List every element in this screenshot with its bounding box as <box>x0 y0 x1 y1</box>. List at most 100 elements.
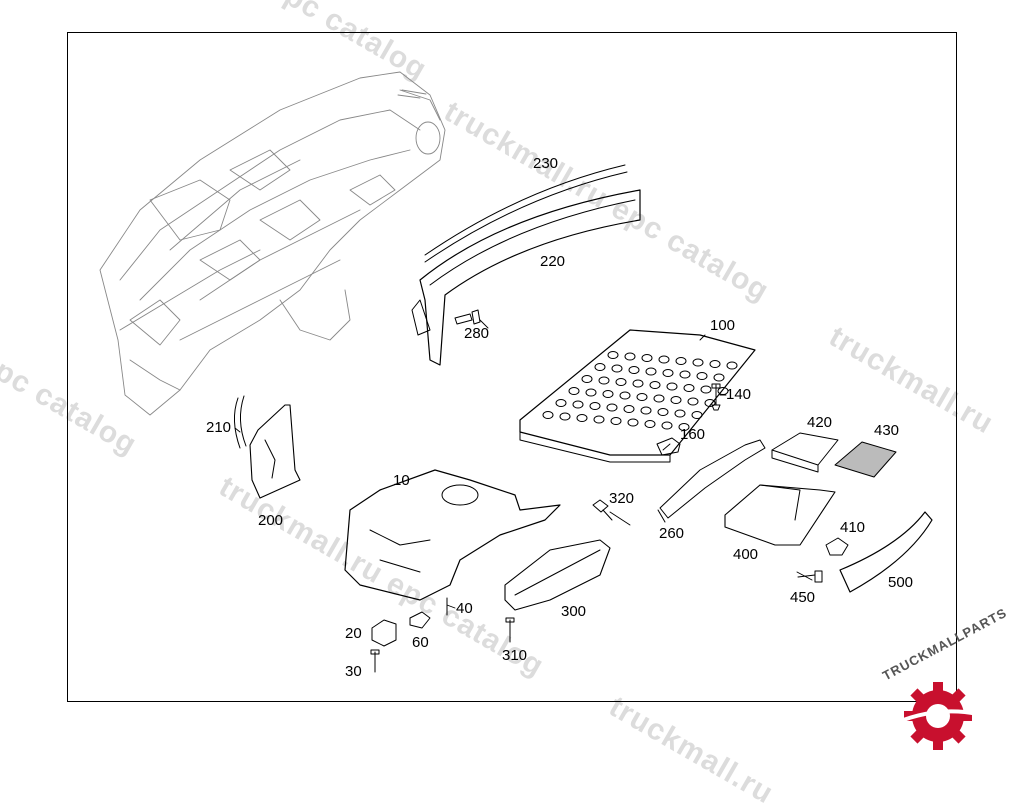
panel-hole <box>602 390 614 398</box>
callout-420: 420 <box>807 414 833 431</box>
callout-30: 30 <box>345 663 362 680</box>
panel-hole <box>542 411 554 419</box>
dashboard-assembly <box>99 71 446 416</box>
part-310-screw <box>505 617 515 643</box>
panel-hole <box>675 357 687 365</box>
callout-310: 310 <box>502 647 528 664</box>
callout-220: 220 <box>540 253 566 270</box>
callout-140: 140 <box>726 386 752 403</box>
panel-hole <box>568 387 580 395</box>
part-10-bracket <box>344 469 561 601</box>
part-160-clip <box>656 437 681 456</box>
callout-260: 260 <box>659 525 685 542</box>
panel-hole <box>670 396 682 404</box>
part-420-tray <box>771 432 839 473</box>
panel-hole <box>726 361 738 370</box>
panel-hole <box>607 351 619 359</box>
panel-hole <box>576 414 588 422</box>
part-230-strip <box>424 164 628 263</box>
panel-hole <box>628 366 640 374</box>
callout-210: 210 <box>206 419 232 436</box>
panel-hole <box>585 388 597 397</box>
panel-hole <box>657 408 669 416</box>
part-410-knob <box>825 537 849 556</box>
panel-hole <box>661 421 673 430</box>
panel-hole <box>581 375 593 383</box>
callout-400: 400 <box>733 546 759 563</box>
part-30-screw <box>370 649 380 673</box>
panel-hole <box>704 399 716 407</box>
panel-hole <box>662 369 674 377</box>
part-200-panel <box>249 404 301 499</box>
part-320-bolt <box>592 499 613 521</box>
panel-hole <box>593 415 605 424</box>
callout-60: 60 <box>412 634 429 651</box>
panel-hole <box>632 379 644 388</box>
panel-hole <box>619 391 631 400</box>
panel-hole <box>717 387 729 395</box>
panel-hole <box>589 402 601 410</box>
part-210-strip <box>234 395 247 449</box>
part-20-block <box>371 619 397 647</box>
panel-hole <box>645 367 657 376</box>
truckmall-gear-logo <box>897 682 979 750</box>
panel-hole <box>559 412 571 421</box>
panel-hole <box>615 378 627 386</box>
panel-hole <box>666 382 678 391</box>
callout-40: 40 <box>456 600 473 617</box>
panel-hole <box>641 354 653 362</box>
part-260-bracket <box>657 439 766 523</box>
panel-hole <box>627 418 639 427</box>
leader-lines <box>234 319 813 609</box>
part-430-mat <box>834 441 897 478</box>
part-500-trim <box>839 511 933 593</box>
panel-hole <box>687 397 699 406</box>
panel-hole <box>572 400 584 409</box>
panel-hole <box>713 373 725 382</box>
part-100-panel <box>519 329 756 463</box>
panel-hole <box>598 376 610 385</box>
callout-450: 450 <box>790 589 816 606</box>
panel-hole <box>606 403 618 412</box>
callout-230: 230 <box>533 155 559 172</box>
callout-200: 200 <box>258 512 284 529</box>
part-300-module <box>504 539 611 611</box>
panel-hole <box>611 364 623 373</box>
part-220-trim <box>411 189 641 366</box>
panel-hole <box>683 384 695 392</box>
callout-410: 410 <box>840 519 866 536</box>
panel-hole <box>678 423 690 431</box>
callout-300: 300 <box>561 603 587 620</box>
part-280-screw <box>454 309 481 325</box>
panel-hole <box>555 399 567 407</box>
panel-hole <box>692 358 704 367</box>
panel-hole <box>594 363 606 371</box>
callout-430: 430 <box>874 422 900 439</box>
panel-hole <box>691 411 703 419</box>
callout-280: 280 <box>464 325 490 342</box>
callout-320: 320 <box>609 490 635 507</box>
panel-hole <box>700 385 712 394</box>
panel-hole <box>679 370 691 379</box>
callout-10: 10 <box>393 472 410 489</box>
diagram-frame <box>67 32 957 702</box>
callout-20: 20 <box>345 625 362 642</box>
part-450-screw <box>797 570 823 583</box>
callout-500: 500 <box>888 574 914 591</box>
panel-hole <box>709 360 721 368</box>
panel-hole <box>636 393 648 401</box>
parts-drawing <box>99 71 933 673</box>
panel-hole <box>624 352 636 361</box>
panel-hole <box>674 409 686 418</box>
callout-160: 160 <box>680 426 706 443</box>
part-60-clip <box>409 611 431 629</box>
panel-hole <box>696 372 708 380</box>
panel-hole <box>640 406 652 415</box>
panel-hole <box>653 394 665 403</box>
part-400-box <box>724 484 836 546</box>
panel-hole <box>610 417 622 425</box>
part-140-screw <box>711 383 721 411</box>
panel-hole <box>658 355 670 364</box>
callout-100: 100 <box>710 317 736 334</box>
panel-hole <box>623 405 635 413</box>
